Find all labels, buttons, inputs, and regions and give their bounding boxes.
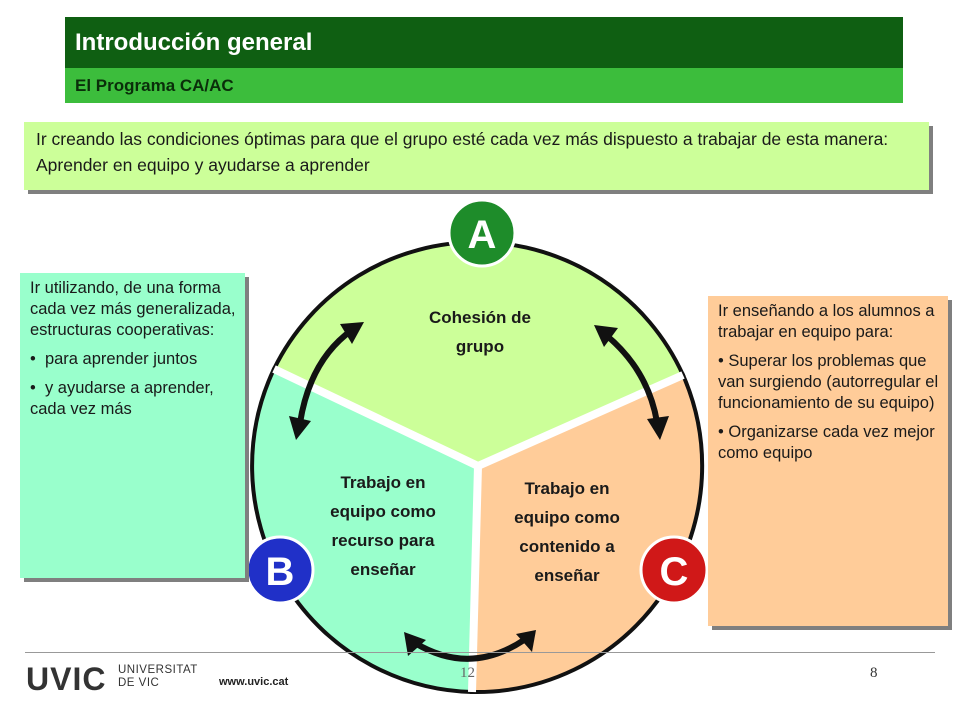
slide-subtitle: El Programa CA/AC — [65, 68, 903, 103]
sector-b-line-2: equipo como — [330, 502, 436, 521]
sector-c-line-1: Trabajo en — [524, 479, 609, 498]
badge-a: A — [447, 198, 517, 268]
footer-url[interactable]: www.uvic.cat — [219, 676, 289, 688]
arrowhead-icon — [594, 325, 618, 347]
right-panel: Ir enseñando a los alumnos a trabajar en… — [708, 296, 948, 626]
arrow-heads — [289, 322, 669, 656]
intro-text: Ir creando las condiciones óptimas para … — [36, 129, 889, 175]
left-panel-intro: Ir utilizando, de una forma cada vez más… — [30, 279, 236, 339]
right-panel-bullet-2: • Organizarse cada vez mejor como equipo — [718, 423, 935, 462]
badge-b-label: B — [266, 550, 295, 594]
uvic-logo-subtitle: UNIVERSITAT DE VIC — [118, 664, 198, 689]
footer-center-number: 12 — [460, 665, 475, 681]
arrowhead-icon — [647, 416, 669, 440]
arrowhead-icon — [516, 630, 536, 652]
slide-title: Introducción general — [65, 17, 903, 68]
sector-a-line-2: grupo — [456, 337, 504, 356]
sector-c-line-3: contenido a — [519, 537, 615, 556]
uvic-logo: UVIC — [26, 661, 107, 697]
sector-b-line-4: enseñar — [350, 560, 416, 579]
left-panel-bullet-1: • para aprender juntos — [30, 350, 198, 368]
badge-c: C — [639, 535, 709, 605]
arrow-ab — [297, 327, 354, 424]
intro-box: Ir creando las condiciones óptimas para … — [24, 122, 929, 190]
left-panel-bullet-2: • y ayudarse a aprender, cada vez más — [30, 379, 214, 418]
left-panel: Ir utilizando, de una forma cada vez más… — [20, 273, 245, 578]
sector-b-line-1: Trabajo en — [340, 473, 425, 492]
sector-c-line-2: equipo como — [514, 508, 620, 527]
badge-a-label: A — [468, 213, 497, 257]
right-panel-intro: Ir enseñando a los alumnos a trabajar en… — [718, 302, 935, 341]
right-panel-bullet-1: • Superar los problemas que van surgiend… — [718, 352, 939, 412]
page-number: 8 — [870, 665, 878, 681]
footer-divider — [25, 652, 935, 653]
arrowhead-icon — [340, 322, 364, 344]
arrowhead-icon — [289, 416, 311, 440]
arrowhead-icon — [404, 632, 426, 656]
badge-c-label: C — [660, 550, 689, 594]
cycle-arrows — [297, 327, 660, 662]
badge-b: B — [245, 535, 315, 605]
sector-c-line-4: enseñar — [534, 566, 600, 585]
sector-a-line-1: Cohesión de — [429, 308, 531, 327]
arrow-bc — [413, 637, 526, 662]
sector-b-line-3: recurso para — [332, 531, 436, 550]
arrow-ac — [604, 332, 660, 423]
